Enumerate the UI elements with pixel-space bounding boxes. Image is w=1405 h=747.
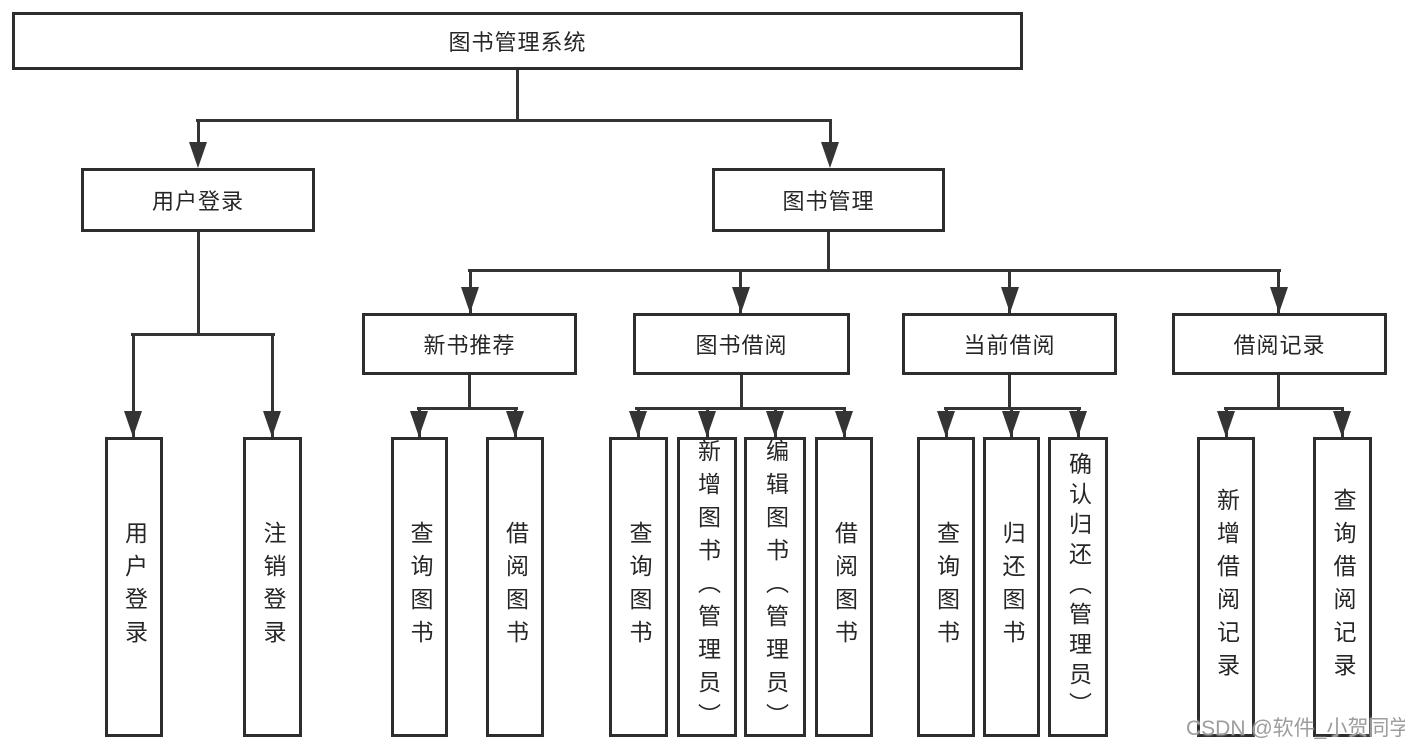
node-cb-query-book-label: 查询图书 [933,521,960,653]
node-borrow-record-label: 借阅记录 [1233,333,1326,358]
node-cb-query-book: 查询图书 [917,437,975,737]
arrow-down-icon [937,411,955,437]
watermark: CSDN @软件_小贺同学 [1186,717,1405,740]
node-user-login: 用户登录 [81,168,315,232]
node-borrow-record: 借阅记录 [1172,313,1387,375]
node-login: 用户登录 [105,437,163,737]
arrow-down-icon [821,142,839,168]
connector-line [132,333,135,437]
connector-line [417,407,518,410]
node-nbr-borrow-book: 借阅图书 [486,437,544,737]
arrow-down-icon [1270,287,1288,313]
node-cb-return-book-label: 归还图书 [999,521,1025,653]
connector-line [468,375,471,410]
arrow-down-icon [835,411,853,437]
node-current-borrow-label: 当前借阅 [963,333,1056,358]
node-book-management: 图书管理 [712,168,945,232]
node-logout: 注销登录 [243,437,302,737]
arrow-down-icon [1333,411,1351,437]
node-new-book-recommend: 新书推荐 [362,313,577,375]
node-root: 图书管理系统 [12,12,1023,70]
node-book-borrow-label: 图书借阅 [695,333,788,358]
arrow-down-icon [506,411,524,437]
arrow-down-icon [410,411,428,437]
node-user-login-label: 用户登录 [151,189,244,214]
node-bb-query-book: 查询图书 [609,437,668,737]
arrow-down-icon [1001,287,1019,313]
node-bb-borrow-book-label: 借阅图书 [831,521,858,653]
node-cb-confirm-return-label: 确认归还（管理员） [1065,452,1092,722]
node-book-borrow: 图书借阅 [633,313,850,375]
connector-line [197,119,200,149]
node-bb-edit-book-label: 编辑图书（管理员） [762,438,789,736]
node-bb-add-book-label: 新增图书（管理员） [694,438,721,736]
arrow-down-icon [1002,411,1020,437]
connector-line [1224,407,1344,410]
node-bb-add-book: 新增图书（管理员） [677,437,737,737]
node-br-add-record-label: 新增借阅记录 [1213,488,1240,686]
connector-line [829,119,832,149]
arrow-down-icon [263,411,281,437]
arrow-down-icon [1217,411,1235,437]
connector-line [827,232,830,272]
arrow-down-icon [1069,411,1087,437]
node-cb-return-book: 归还图书 [983,437,1040,737]
connector-line [1008,375,1011,410]
connector-line [196,119,832,122]
connector-line [468,269,1281,272]
connector-line [1277,375,1280,410]
node-login-label: 用户登录 [121,521,148,653]
node-current-borrow: 当前借阅 [902,313,1117,375]
arrow-down-icon [629,411,647,437]
node-bb-query-book-label: 查询图书 [626,521,652,653]
node-nbr-borrow-book-label: 借阅图书 [502,521,529,653]
node-logout-label: 注销登录 [260,521,286,653]
connector-line [516,70,519,121]
arrow-down-icon [698,411,716,437]
node-br-query-record-label: 查询借阅记录 [1330,488,1356,686]
arrow-down-icon [124,411,142,437]
arrow-down-icon [189,142,207,168]
connector-line [131,333,275,336]
node-bb-edit-book: 编辑图书（管理员） [744,437,806,737]
node-nbr-query-book-label: 查询图书 [407,521,433,653]
node-book-management-label: 图书管理 [782,189,875,214]
arrow-down-icon [732,287,750,313]
node-bb-borrow-book: 借阅图书 [815,437,873,737]
arrow-down-icon [766,411,784,437]
connector-line [635,407,846,410]
node-nbr-query-book: 查询图书 [391,437,448,737]
node-cb-confirm-return: 确认归还（管理员） [1048,437,1108,737]
node-root-label: 图书管理系统 [448,30,587,55]
node-br-query-record: 查询借阅记录 [1313,437,1372,737]
connector-line [740,375,743,410]
connector-line [271,333,274,437]
connector-line [197,232,200,336]
node-br-add-record: 新增借阅记录 [1197,437,1255,737]
arrow-down-icon [461,287,479,313]
node-new-book-recommend-label: 新书推荐 [423,333,516,358]
